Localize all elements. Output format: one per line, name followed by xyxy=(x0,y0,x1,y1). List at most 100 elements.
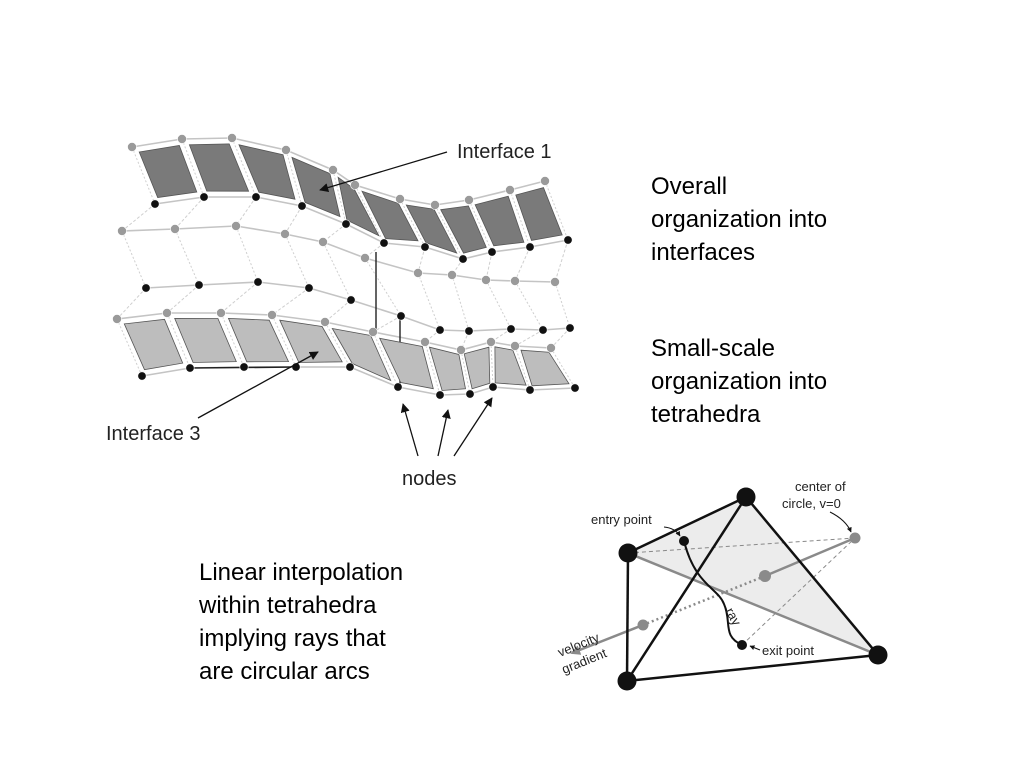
nodes-label: nodes xyxy=(402,468,457,490)
mesh-column-line xyxy=(372,315,402,333)
mesh-column-line xyxy=(544,180,569,241)
caption-line: within tetrahedra xyxy=(199,592,377,619)
mesh-column-line xyxy=(322,241,352,301)
mesh-node-black xyxy=(458,254,468,264)
dashed-line xyxy=(627,537,856,554)
mesh-node-black xyxy=(253,277,263,287)
mesh-node-gray xyxy=(177,134,187,144)
tetrahedron-figure: entry point center of circle, v=0 exit p… xyxy=(556,479,888,691)
mesh-node-gray xyxy=(510,276,520,286)
mesh-column-line xyxy=(220,312,245,368)
velocity-gradient-arrow xyxy=(570,623,644,655)
mesh-node-black xyxy=(525,385,535,395)
circle-center-dot xyxy=(849,532,861,544)
mesh-node-black xyxy=(194,280,204,290)
mesh-node-gray xyxy=(546,343,556,353)
exit-point-dot xyxy=(737,640,747,650)
interface-1-panel xyxy=(515,187,563,241)
center-label-line1: center of xyxy=(795,479,846,494)
mesh-column-line xyxy=(460,349,471,395)
mesh-column-line xyxy=(220,281,259,314)
interface-3-panels xyxy=(123,317,570,391)
interface-3-panel xyxy=(331,327,392,382)
mesh-node-black xyxy=(538,325,548,335)
interface-3-panel xyxy=(428,346,466,391)
interface-1-arrow xyxy=(319,151,448,193)
exit-point-label: exit point xyxy=(762,643,814,658)
mesh-node-gray xyxy=(420,337,430,347)
mesh-column-line xyxy=(514,329,544,347)
mesh-node-gray xyxy=(456,345,466,355)
interface-1-panel xyxy=(188,143,250,192)
entry-point-label: entry point xyxy=(591,512,652,527)
mesh-node-gray xyxy=(510,341,520,351)
mesh-node-black xyxy=(393,382,403,392)
mesh-node-gray xyxy=(112,314,122,324)
interface-3-panel xyxy=(520,349,570,387)
interface-1-panel xyxy=(361,190,419,242)
mesh-node-black xyxy=(304,283,314,293)
interface-1-panels xyxy=(138,143,563,254)
mesh-node-black xyxy=(563,235,573,245)
mesh-column-line xyxy=(490,328,512,343)
mesh-node-black xyxy=(570,383,580,393)
mesh-node-black xyxy=(345,362,355,372)
entry-point-pointer xyxy=(663,526,681,537)
interface-3-panel xyxy=(227,317,290,363)
caption-line: Small-scale xyxy=(651,335,776,362)
mesh-node-black xyxy=(487,247,497,257)
mesh-column-line xyxy=(468,199,493,253)
interface-3-panel xyxy=(123,318,184,371)
mesh-node-gray xyxy=(162,308,172,318)
mesh-node-gray xyxy=(170,224,180,234)
mesh-column-line xyxy=(284,233,310,289)
mesh-node-black xyxy=(150,199,160,209)
interface-3-panel xyxy=(279,319,343,363)
mesh-nodes xyxy=(112,133,580,400)
interface-1-panel xyxy=(440,205,487,254)
mesh-column-line xyxy=(116,287,147,320)
nodes-arrow xyxy=(400,403,419,457)
mesh-column-line xyxy=(231,137,257,198)
mesh-column-line xyxy=(364,257,402,317)
mesh-column-line xyxy=(332,169,347,225)
mesh-column-line xyxy=(399,198,426,248)
mesh-node-gray xyxy=(227,133,237,143)
ray-arc xyxy=(683,540,743,646)
mesh-node-gray xyxy=(281,145,291,155)
interface-1-label: Interface 1 xyxy=(457,141,552,163)
mesh-node-gray xyxy=(368,327,378,337)
axis-dot xyxy=(759,570,771,582)
interface-1-panel xyxy=(405,204,458,254)
caption-line: organization into xyxy=(651,368,828,395)
mesh-node-black xyxy=(379,238,389,248)
mesh-column-line xyxy=(424,341,441,396)
mesh-node-black xyxy=(137,371,147,381)
mesh-column-line xyxy=(354,184,385,244)
mesh-column-line xyxy=(174,196,205,230)
mesh-column-line xyxy=(285,149,303,207)
mesh-node-black xyxy=(346,295,356,305)
mesh-column-line xyxy=(490,341,494,388)
interface-1-panel xyxy=(474,195,525,247)
mesh-node-gray xyxy=(127,142,137,152)
exit-point-pointer xyxy=(749,645,761,651)
interface-3-label: Interface 3 xyxy=(106,423,201,445)
tetra-vertex xyxy=(868,645,888,665)
interface-1-panel xyxy=(238,144,296,200)
mesh-column-line xyxy=(235,225,259,283)
mesh-node-black xyxy=(185,363,195,373)
mesh-column-line xyxy=(271,314,297,368)
mesh-column-line xyxy=(121,203,156,232)
mesh-node-gray xyxy=(486,337,496,347)
mesh-node-gray xyxy=(430,200,440,210)
mesh-figure: Interface 1 Interface 3 nodes xyxy=(106,133,580,490)
interface-3-panel xyxy=(463,346,491,390)
dashed-line xyxy=(741,537,856,646)
mesh-column-line xyxy=(485,279,512,330)
caption-line: implying rays that xyxy=(199,625,386,652)
caption-line: are circular arcs xyxy=(199,658,370,685)
mesh-node-black xyxy=(199,192,209,202)
mesh-node-gray xyxy=(464,195,474,205)
